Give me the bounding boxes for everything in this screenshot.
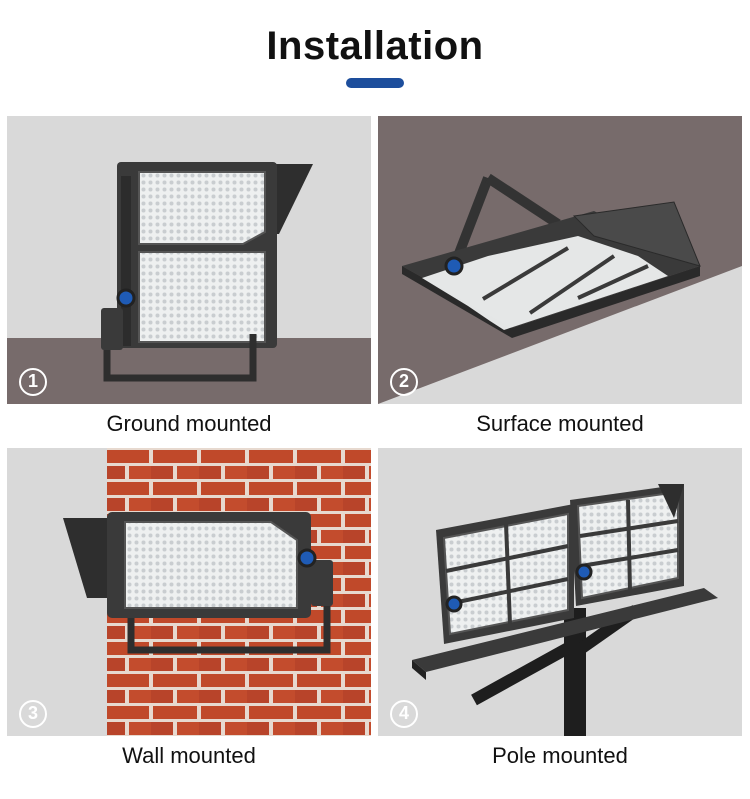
ground-mounted-floodlight-image	[7, 116, 371, 404]
step-number-badge: 2	[390, 368, 418, 396]
panel-pole-mounted: 4	[378, 448, 742, 736]
step-number-badge: 1	[19, 368, 47, 396]
surface-mounted-floodlight-image	[378, 116, 742, 404]
step-number-badge: 4	[390, 700, 418, 728]
caption-surface-mounted: Surface mounted	[476, 411, 644, 436]
caption-pole-mounted: Pole mounted	[492, 743, 628, 768]
panel-ground-mounted: 1	[7, 116, 371, 404]
wall-mounted-floodlight-image	[7, 448, 371, 736]
panel-wall-mounted: 3	[7, 448, 371, 736]
title-underline	[346, 78, 404, 88]
caption-ground-mounted: Ground mounted	[106, 411, 272, 436]
page-title: Installation	[266, 24, 484, 68]
pole-mounted-floodlight-image	[378, 448, 742, 736]
step-number-badge: 3	[19, 700, 47, 728]
panel-surface-mounted: 2	[378, 116, 742, 404]
caption-wall-mounted: Wall mounted	[122, 743, 256, 768]
